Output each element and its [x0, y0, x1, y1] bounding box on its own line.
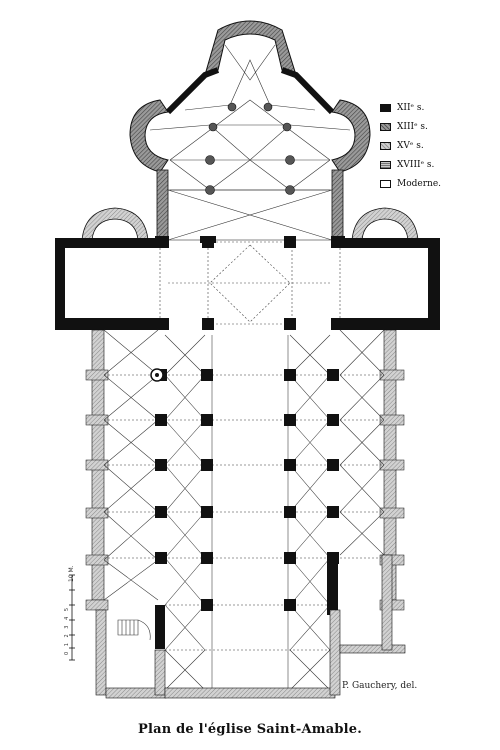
north-apsidiole [81, 207, 149, 241]
transept-walls [55, 238, 168, 330]
legend-label: XVᵉ s. [397, 140, 424, 151]
axial-chapel-wall [204, 20, 297, 76]
south-apsidiole [351, 207, 419, 241]
transept [55, 236, 440, 330]
ambulatory-wall [165, 67, 335, 115]
legend-swatch-xviii [380, 160, 391, 169]
draftsman-credit: P. Gauchery, del. [342, 681, 418, 691]
choir-south-wall [331, 169, 344, 241]
legend-swatch-xiii [380, 122, 391, 131]
choir [81, 20, 419, 241]
nave [85, 329, 406, 699]
right-radiating-chapel [331, 99, 371, 173]
legend-swatch-xv [380, 141, 391, 150]
figure-caption: Plan de l'église Saint-Amable. [138, 722, 362, 737]
scale-unit-label: 10 M. [68, 565, 75, 582]
legend-item: Moderne. [380, 174, 490, 193]
legend-swatch-xii [380, 103, 391, 112]
choir-north-wall [156, 169, 169, 241]
legend-label: XVIIIᵉ s. [397, 159, 435, 170]
legend-swatch-moderne [380, 179, 391, 188]
legend-label: XIIIᵉ s. [397, 121, 428, 132]
legend-item: XIIIᵉ s. [380, 117, 490, 136]
scale-numbers: 0 1 2 3 4 5 [64, 605, 70, 655]
left-radiating-chapel [129, 99, 169, 173]
stair-turret [150, 368, 164, 382]
legend-label: Moderne. [397, 178, 442, 189]
legend-item: XVIIIᵉ s. [380, 155, 490, 174]
legend-label: XIIᵉ s. [397, 102, 425, 113]
legend-item: XIIᵉ s. [380, 98, 490, 117]
legend-item: XVᵉ s. [380, 136, 490, 155]
scale-bar [69, 574, 75, 661]
legend: XIIᵉ s. XIIIᵉ s. XVᵉ s. XVIIIᵉ s. Modern… [380, 98, 490, 193]
